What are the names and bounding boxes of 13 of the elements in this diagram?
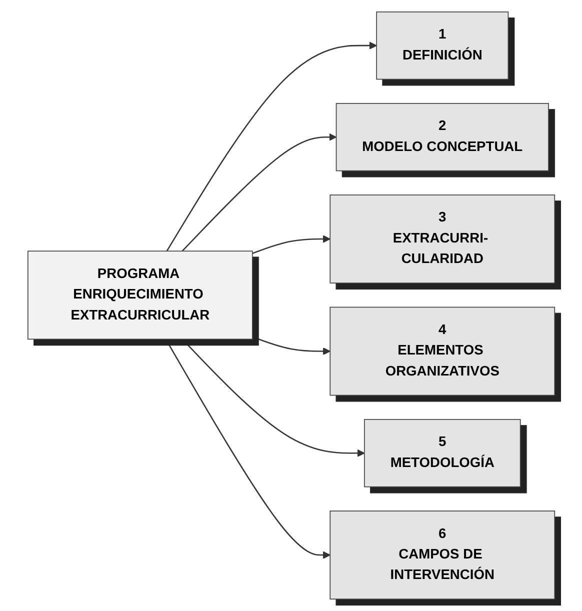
- node-box: 2 MODELO CONCEPTUAL: [336, 103, 549, 172]
- arrow: [252, 235, 330, 254]
- node-box: 4 ELEMENTOS ORGANIZATIVOS: [329, 306, 555, 396]
- arrow: [182, 133, 336, 252]
- node-box: PROGRAMA ENRIQUECIMIENTO EXTRACURRICULAR: [27, 250, 253, 340]
- arrow: [164, 338, 330, 559]
- arrow: [252, 336, 330, 356]
- arrow: [182, 338, 364, 457]
- node-box: 5 METODOLOGÍA: [364, 419, 520, 488]
- node-box: 1 DEFINICIÓN: [376, 11, 508, 80]
- node-box: 3 EXTRACURRI- CULARIDAD: [329, 194, 555, 284]
- node-box: 6 CAMPOS DE INTERVENCIÓN: [329, 510, 555, 600]
- arrow: [166, 42, 377, 252]
